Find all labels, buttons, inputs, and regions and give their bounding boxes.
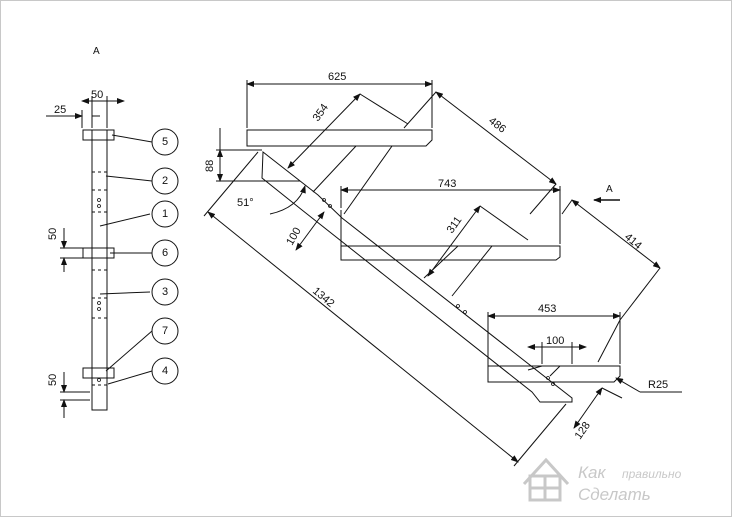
dim-lug-lower: 50	[47, 374, 59, 386]
dim-diag-311: 311	[445, 214, 465, 235]
callout-3: 3	[151, 278, 179, 306]
watermark: Как правильно Сделать	[522, 457, 682, 504]
dim-rise-88: 88	[204, 160, 216, 172]
svg-text:4: 4	[162, 365, 168, 377]
watermark-line1b: правильно	[622, 467, 682, 481]
house-logo-icon	[522, 457, 570, 502]
view-arrow-label: A	[606, 184, 613, 195]
tread-top	[246, 129, 433, 147]
callout-2: 2	[151, 167, 179, 195]
dim-step-mid: 743	[438, 178, 456, 190]
support-middle	[423, 245, 494, 297]
dim-length: 1342	[310, 285, 336, 310]
svg-text:2: 2	[162, 175, 168, 187]
callout-5: 5	[151, 128, 179, 156]
side-view: A 50 25	[46, 46, 153, 418]
svg-text:6: 6	[162, 247, 168, 259]
dim-diag-354: 354	[311, 102, 331, 124]
svg-text:3: 3	[162, 286, 168, 298]
callouts: 5 2 1 6 3 7 4	[151, 128, 179, 385]
watermark-line2: Сделать	[578, 485, 651, 504]
dim-angle: 51°	[237, 197, 254, 209]
support-upper	[312, 145, 393, 215]
svg-text:5: 5	[162, 136, 168, 148]
dim-bottom-100: 100	[546, 335, 564, 347]
dim-lug-upper: 50	[47, 228, 59, 240]
side-view-label: A	[93, 46, 100, 57]
dim-diag-414: 414	[622, 231, 644, 252]
callout-4: 4	[151, 357, 179, 385]
lug-mid	[82, 247, 115, 259]
dim-step-low: 453	[538, 303, 556, 315]
lug-bottom	[82, 367, 115, 379]
callout-7: 7	[151, 317, 179, 345]
support-lower	[527, 365, 562, 377]
dim-top-width: 50	[91, 89, 103, 101]
svg-text:7: 7	[162, 325, 168, 337]
main-view: 625 354 486 88 51° 743 311 100	[203, 71, 682, 467]
tread-bottom	[487, 365, 621, 383]
stringer-main	[261, 151, 573, 403]
lug-top	[82, 129, 115, 141]
svg-text:1: 1	[162, 208, 168, 220]
dim-step-top: 625	[328, 71, 346, 83]
dim-bottom-128: 128	[573, 420, 593, 442]
watermark-line1: Как	[578, 463, 606, 482]
dim-offset: 25	[54, 104, 66, 116]
callout-1: 1	[151, 200, 179, 228]
callout-6: 6	[151, 239, 179, 267]
dim-radius: R25	[648, 379, 668, 391]
